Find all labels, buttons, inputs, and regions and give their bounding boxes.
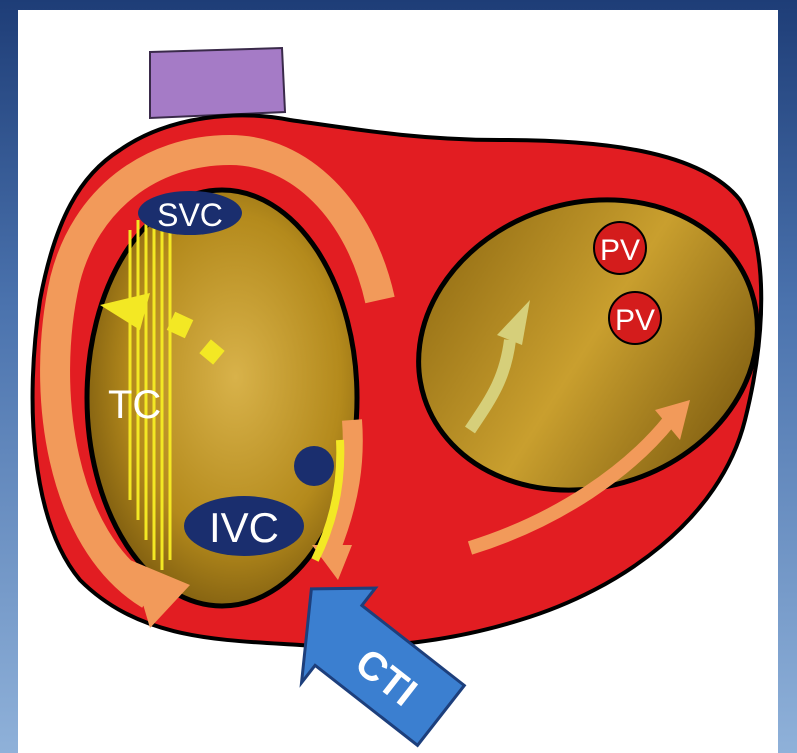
coronary-sinus-dot [294, 446, 334, 486]
pv-upper-label: PV [600, 234, 640, 267]
pv-lower-label: PV [615, 304, 655, 337]
svc-label: SVC [157, 197, 223, 233]
svc-stub [150, 48, 285, 118]
ivc-label: IVC [209, 504, 279, 551]
tc-label: TC [108, 383, 161, 427]
